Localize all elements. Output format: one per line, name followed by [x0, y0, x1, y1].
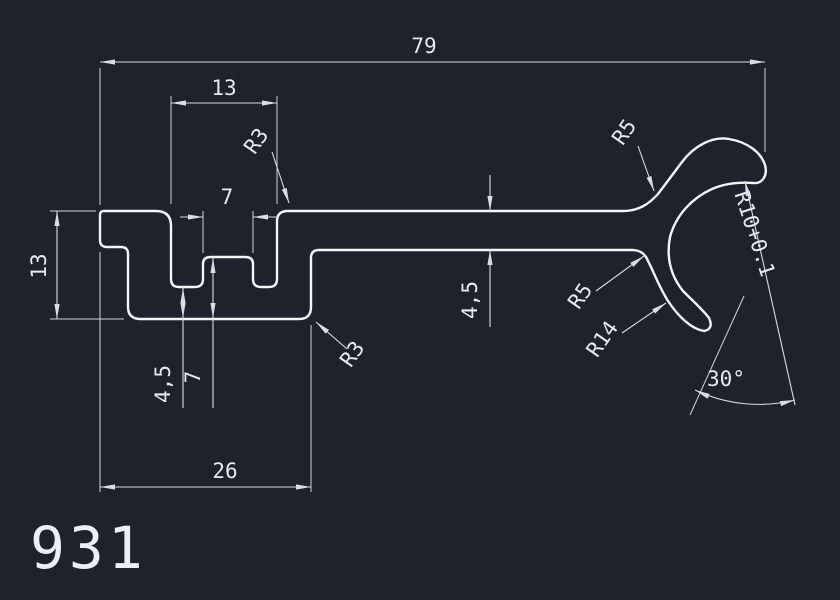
leader-line	[271, 151, 290, 204]
angle-label: 30°	[707, 367, 745, 391]
radius-label: R14	[582, 317, 623, 362]
angle-arc	[694, 389, 796, 407]
dim-tooth-depth: 7	[181, 257, 216, 408]
dimension-label: 79	[411, 34, 436, 58]
radius-label: R3	[335, 337, 369, 371]
dim-block-width: 26	[99, 252, 312, 492]
dimension-label: 26	[212, 459, 237, 483]
leader-line	[621, 302, 667, 334]
dimension-label: 13	[27, 253, 51, 278]
dimension-label: 13	[211, 76, 236, 100]
dimension-label: 7	[181, 371, 205, 384]
leader-line	[595, 255, 645, 292]
dim-left-height: 13	[27, 210, 124, 320]
leader-line	[637, 145, 655, 192]
profile-outline	[98, 137, 767, 333]
dim-overall-width: 79	[99, 34, 766, 205]
radius-label: R3	[239, 124, 273, 158]
drawing-title: 931	[30, 514, 147, 582]
extension-line	[689, 295, 745, 416]
leader-fillet-slot-top: R3	[239, 124, 290, 204]
leader-line	[744, 180, 796, 406]
leader-fillet-arm-top: R5	[607, 115, 655, 192]
dim-opening-angle: 30°	[689, 295, 796, 416]
dimension-label: 4,5	[151, 365, 175, 403]
leader-fillet-block-corner: R3	[315, 321, 369, 371]
dim-bar-thickness: 4,5	[458, 175, 493, 327]
radius-label: R5	[563, 279, 597, 313]
dim-tooth-width: 7	[180, 185, 276, 253]
radius-label: R10+0.1	[730, 188, 780, 280]
leader-fillet-arm-bottom: R5	[563, 255, 645, 313]
radius-label: R5	[607, 115, 641, 149]
dim-floor-thickness: 4,5	[151, 287, 186, 408]
dimension-label: 7	[221, 185, 234, 209]
leader-radius-outer-arm: R14	[582, 302, 667, 362]
dim-slot-width: 13	[170, 76, 278, 204]
dimension-label: 4,5	[458, 281, 482, 319]
leader-line	[315, 321, 348, 350]
